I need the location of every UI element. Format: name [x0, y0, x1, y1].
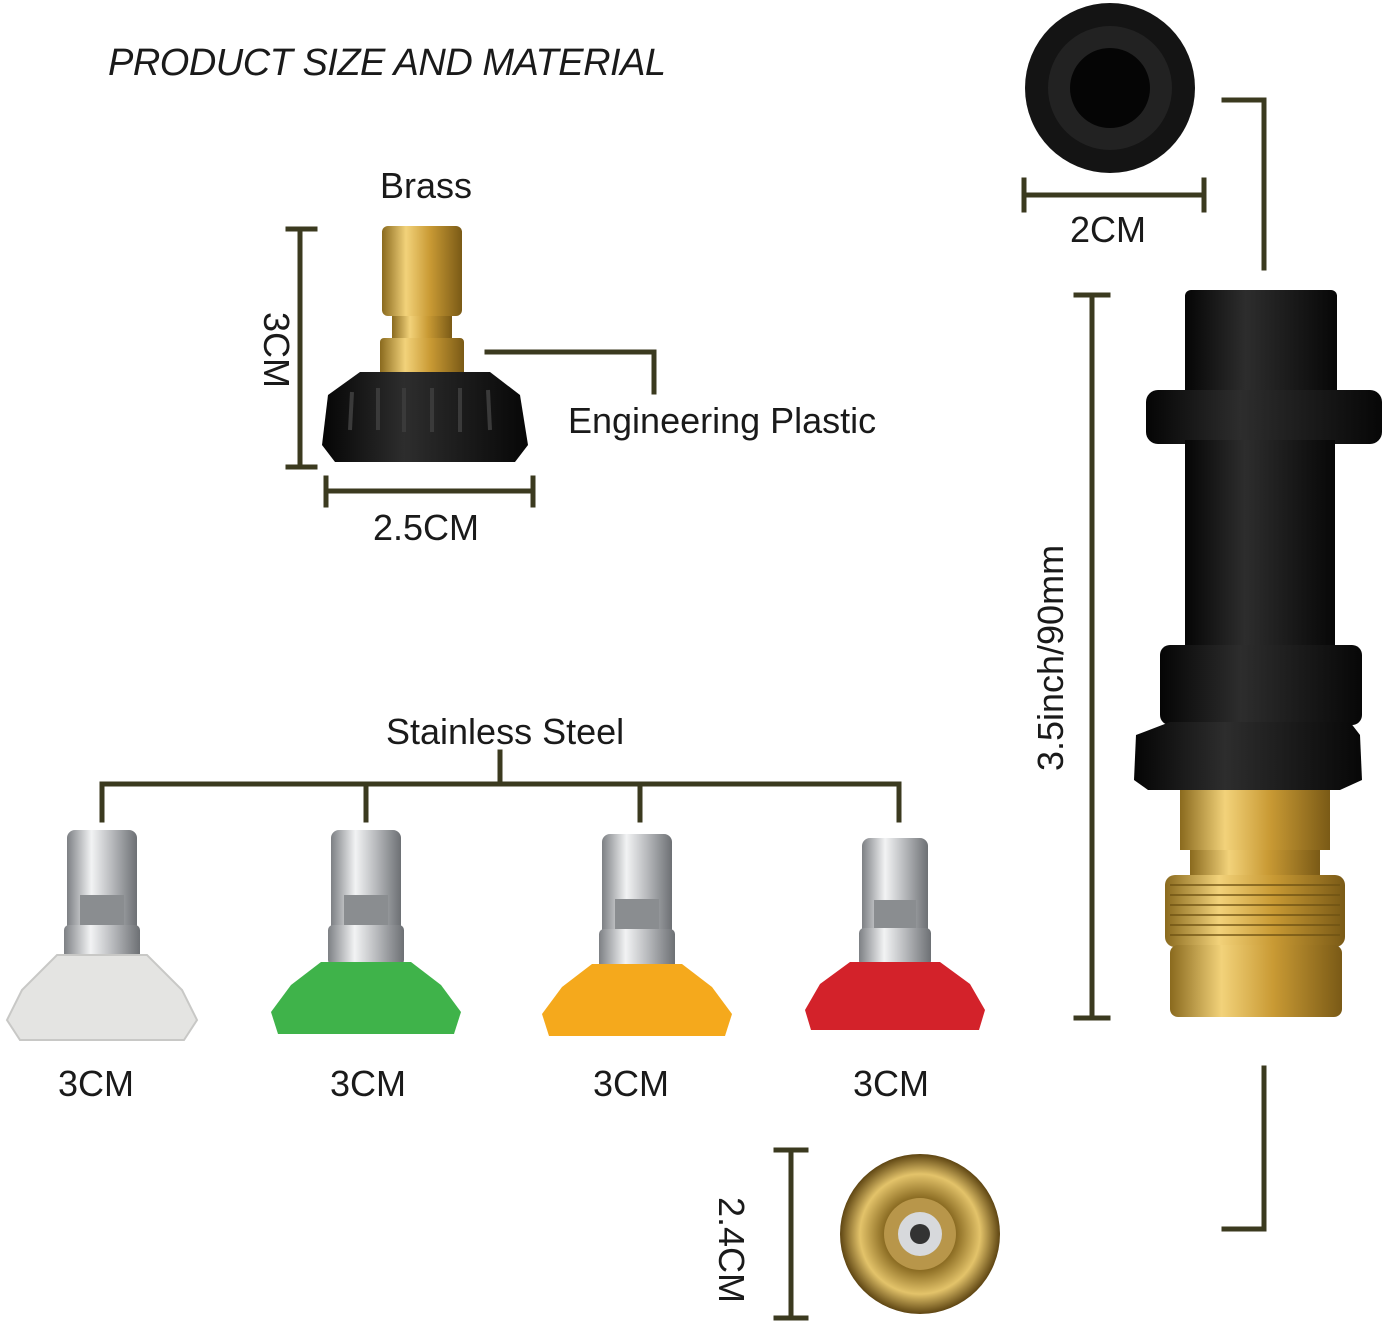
tip-yellow: [542, 834, 732, 1036]
height-dimension-line: [285, 226, 318, 470]
brass-label: Brass: [380, 165, 473, 206]
tip-green: [271, 830, 461, 1034]
length-dimension-line: [1073, 292, 1111, 1021]
stainless-bracket: [99, 749, 902, 823]
brass-nozzle: [322, 226, 528, 462]
tip-size-label: 3CM: [58, 1063, 135, 1104]
top-leader-line: [1221, 97, 1267, 271]
tip-red: [805, 838, 985, 1030]
coupler-diameter-label: 2.4CM: [711, 1196, 753, 1304]
small-nozzle-height-label: 3CM: [256, 311, 298, 389]
adapter-end-width-label: 2CM: [1070, 209, 1147, 250]
width-dimension-line: [323, 475, 536, 508]
bottom-leader-line: [1221, 1065, 1267, 1232]
foam-adapter: [1134, 290, 1382, 1017]
page-title: PRODUCT SIZE AND MATERIAL: [108, 42, 666, 84]
engineering-plastic-label: Engineering Plastic: [568, 400, 877, 441]
stainless-steel-label: Stainless Steel: [386, 711, 625, 752]
coupler-end-view: [840, 1154, 1000, 1314]
small-nozzle-width-label: 2.5CM: [373, 507, 480, 548]
tip-size-label: 3CM: [853, 1063, 930, 1104]
tip-white: [5, 830, 199, 1041]
adapter-length-label: 3.5inch/90mm: [1030, 544, 1072, 772]
end-width-dimension-line: [1021, 177, 1207, 213]
adapter-end-view: [1025, 3, 1195, 173]
tip-size-label: 3CM: [330, 1063, 407, 1104]
plastic-leader-line: [484, 349, 657, 395]
tip-size-label: 3CM: [593, 1063, 670, 1104]
nozzle-tips: [5, 830, 985, 1041]
coupler-dimension-line: [773, 1147, 809, 1321]
